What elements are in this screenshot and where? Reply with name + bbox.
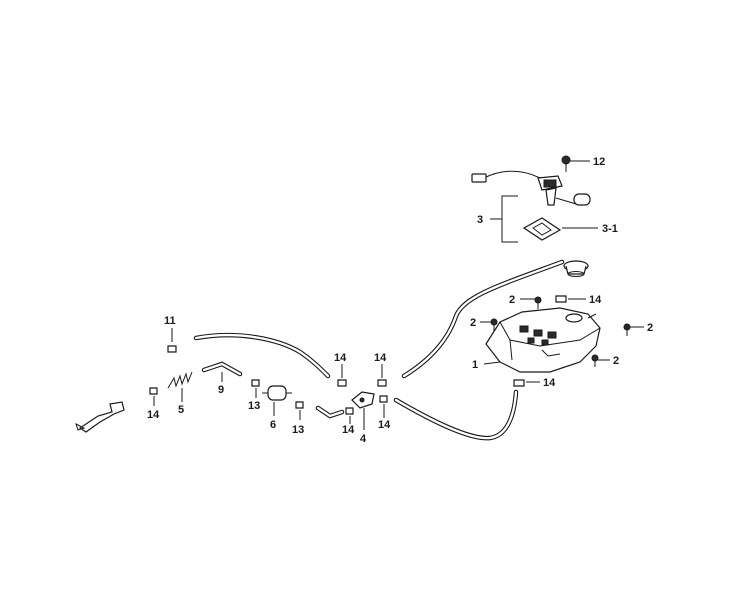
bent-pipe-13 <box>315 405 345 419</box>
valve-4 <box>351 391 375 409</box>
callout-14-d: 14 <box>374 352 387 364</box>
callout-2-a: 2 <box>509 294 515 306</box>
clip-14-g <box>379 395 388 403</box>
callout-2-c: 2 <box>647 322 653 334</box>
fuel-tank <box>485 307 601 373</box>
clip-13-b <box>295 401 304 409</box>
callout-4: 4 <box>360 433 367 445</box>
callout-11: 11 <box>164 315 176 327</box>
callout-1: 1 <box>472 359 478 371</box>
hose-long <box>193 332 331 379</box>
callout-14-a: 14 <box>589 294 602 306</box>
bolt-2-b <box>490 318 498 331</box>
bent-pipe-9 <box>201 361 243 377</box>
callout-2-d: 2 <box>613 355 619 367</box>
callout-9: 9 <box>218 384 224 396</box>
clip-14-d <box>377 379 387 387</box>
clip-14-e <box>149 387 158 395</box>
callout-13-a: 13 <box>248 400 260 412</box>
callout-3-1: 3-1 <box>602 223 618 235</box>
callout-2-b: 2 <box>470 317 476 329</box>
callout-12: 12 <box>593 156 605 168</box>
clip-14-f <box>345 407 354 415</box>
callout-14-b: 14 <box>543 377 556 389</box>
callout-14-g: 14 <box>378 419 391 431</box>
fuel-filter-6 <box>262 385 292 401</box>
callout-14-f: 14 <box>342 424 355 436</box>
fuel-pump-assembly <box>471 170 591 206</box>
bolt-12 <box>561 155 571 172</box>
gasket <box>522 217 562 241</box>
clip-14-b <box>513 379 525 387</box>
clip-14-a <box>555 295 567 303</box>
hose-tank-to-valve <box>393 389 519 441</box>
callout-5: 5 <box>178 404 184 416</box>
callout-6: 6 <box>270 419 276 431</box>
bracket-part <box>75 401 125 433</box>
spring-5 <box>167 371 193 389</box>
fuel-cap <box>563 260 589 277</box>
clip-14-c <box>337 379 347 387</box>
bolt-2-d <box>591 354 599 367</box>
bolt-2-c <box>623 323 631 336</box>
hose-vent-to-cap <box>401 259 565 379</box>
callout-14-e: 14 <box>147 409 160 421</box>
callout-14-c: 14 <box>334 352 347 364</box>
clip-13-a <box>251 379 260 387</box>
clip-11 <box>167 345 177 353</box>
leader-lines <box>153 160 644 430</box>
callout-3: 3 <box>477 214 483 226</box>
callout-13-b: 13 <box>292 424 304 436</box>
bolt-2-a <box>534 296 542 309</box>
